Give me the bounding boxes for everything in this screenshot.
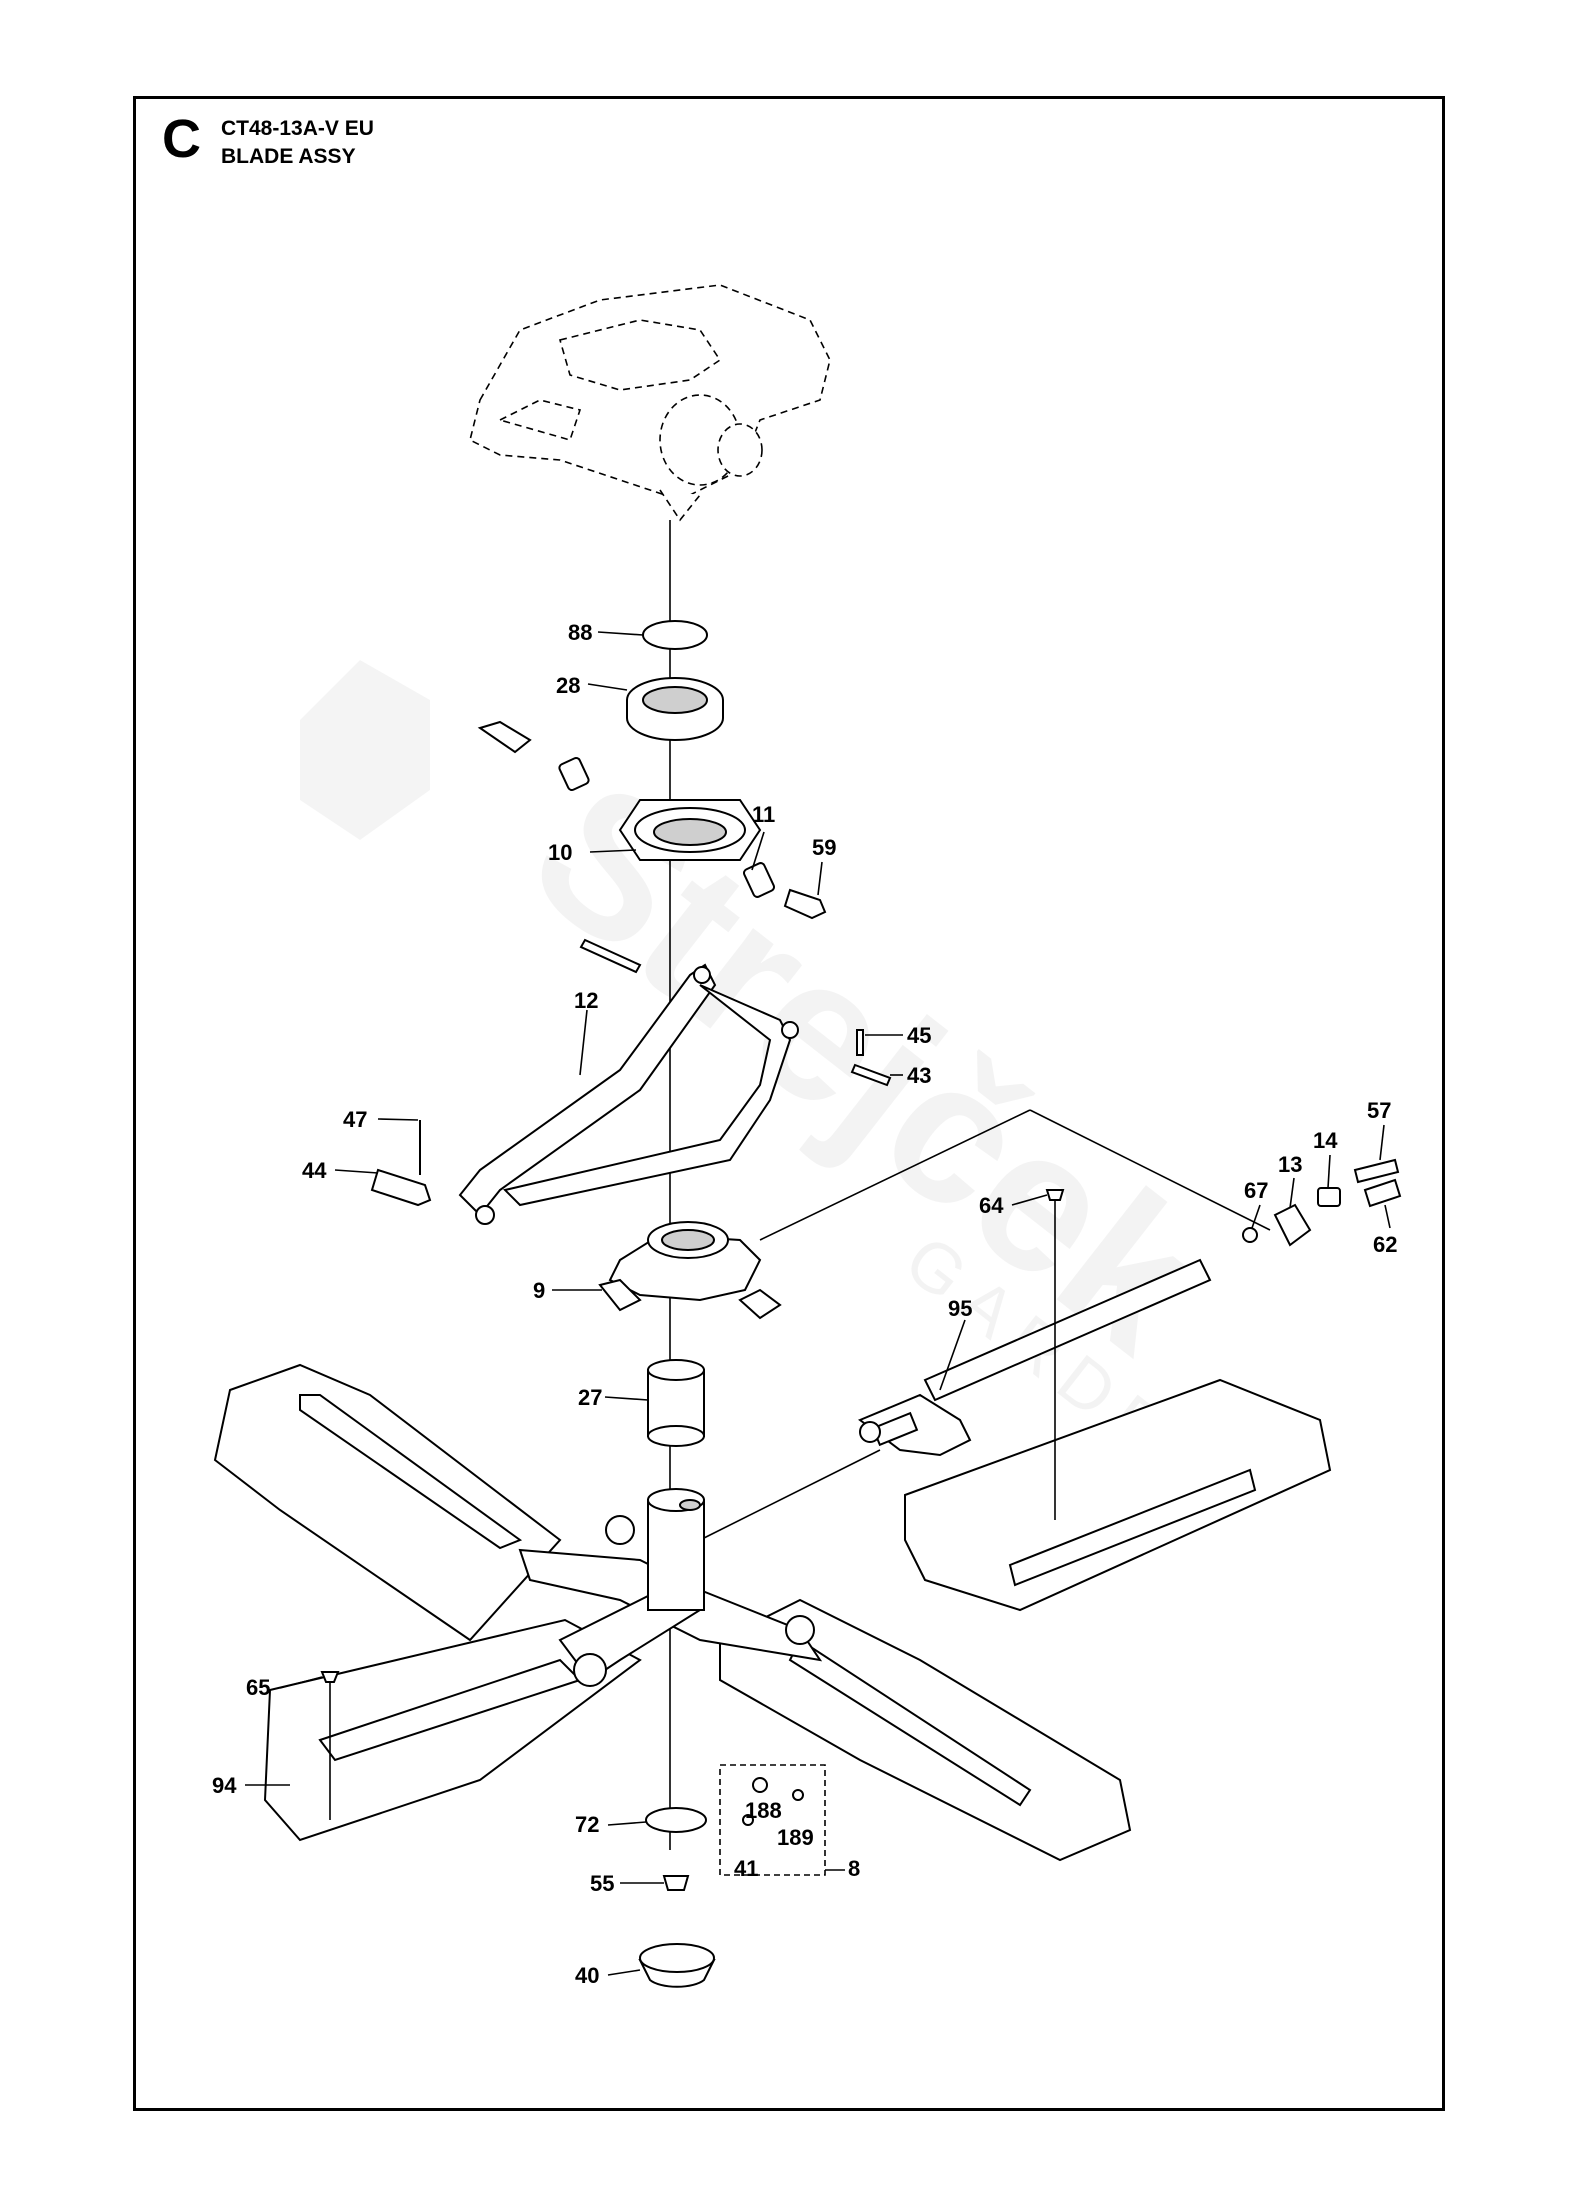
- assembly-name: BLADE ASSY: [221, 145, 356, 168]
- circlip-88: [642, 620, 708, 650]
- model-number: CT48-13A-V EU: [221, 117, 374, 140]
- callout-10: 10: [548, 840, 572, 865]
- callout-14: 14: [1313, 1128, 1338, 1153]
- callout-labels: 88 28 11 10 59 12 45 43 47 44 57 14 13 6…: [212, 620, 1397, 1988]
- callout-72: 72: [575, 1812, 599, 1837]
- gearbox-housing: [469, 284, 831, 522]
- washer-188: [752, 1777, 768, 1793]
- callout-47: 47: [343, 1107, 367, 1132]
- bolt-65: [320, 1671, 340, 1683]
- callout-67: 67: [1244, 1178, 1268, 1203]
- callout-65: 65: [246, 1675, 270, 1700]
- bolt-55: [662, 1875, 690, 1891]
- callout-189: 189: [777, 1825, 814, 1850]
- bushing-left: [558, 756, 590, 792]
- blade-bar-right: [1008, 1468, 1257, 1587]
- adjuster-parts: [1242, 1158, 1402, 1247]
- bolt-64: [1045, 1189, 1065, 1520]
- kit-box-8: [719, 1764, 826, 1876]
- bracket-10: [477, 720, 827, 920]
- bolt-57: [1353, 1158, 1400, 1184]
- callout-8: 8: [848, 1856, 860, 1881]
- callout-13: 13: [1278, 1152, 1302, 1177]
- callout-41: 41: [734, 1856, 758, 1881]
- pin-43: [850, 1063, 892, 1087]
- bolt-62: [1363, 1178, 1402, 1208]
- callout-94: 94: [212, 1773, 237, 1798]
- blade-paddle-top-left: [213, 1363, 562, 1642]
- washer-72: [645, 1807, 707, 1833]
- callout-27: 27: [578, 1385, 602, 1410]
- section-letter: C: [162, 109, 201, 169]
- callout-43: 43: [907, 1063, 931, 1088]
- hub-plate-9: [598, 1221, 782, 1320]
- leader-line-rail: [1029, 1109, 1271, 1231]
- bolt-left: [477, 720, 532, 754]
- callout-12: 12: [574, 988, 598, 1013]
- callout-59: 59: [812, 835, 836, 860]
- callout-95: 95: [948, 1296, 972, 1321]
- callout-9: 9: [533, 1278, 545, 1303]
- leader-line-arm: [759, 1109, 1031, 1241]
- callout-11: 11: [752, 802, 775, 827]
- callout-64: 64: [979, 1193, 1004, 1218]
- leader-lines: [245, 631, 1391, 1976]
- rail-assembly-95: [858, 1258, 1212, 1457]
- callout-28: 28: [556, 673, 580, 698]
- callout-44: 44: [302, 1158, 327, 1183]
- blade-bars: [299, 1394, 1257, 1807]
- clip-45: [856, 1029, 864, 1056]
- blade-paddle-right: [904, 1378, 1332, 1612]
- screw-41: [742, 1814, 754, 1826]
- arm-frame-12: [458, 963, 799, 1225]
- callout-88: 88: [568, 620, 592, 645]
- screw-189: [792, 1789, 804, 1801]
- bearing-28: [626, 677, 724, 741]
- blade-bar-top-left: [299, 1394, 523, 1550]
- callout-188: 188: [745, 1798, 782, 1823]
- pin-44: [370, 1168, 432, 1207]
- bracket-13: [1273, 1203, 1312, 1247]
- callout-57: 57: [1367, 1098, 1391, 1123]
- pin-near-bracket: [579, 938, 642, 974]
- blade-carrier-cross: [518, 1488, 823, 1687]
- bushing-27: [647, 1359, 705, 1447]
- bolt-59: [783, 888, 827, 920]
- diagram-frame: [133, 96, 1445, 2111]
- callout-45: 45: [907, 1023, 931, 1048]
- cap-40: [638, 1943, 716, 1988]
- callout-62: 62: [1373, 1232, 1397, 1257]
- callout-40: 40: [575, 1963, 599, 1988]
- washer-67: [1242, 1227, 1258, 1243]
- callout-55: 55: [590, 1871, 614, 1896]
- spacer-14: [1317, 1187, 1341, 1207]
- leader-line-shaft: [699, 1449, 881, 1541]
